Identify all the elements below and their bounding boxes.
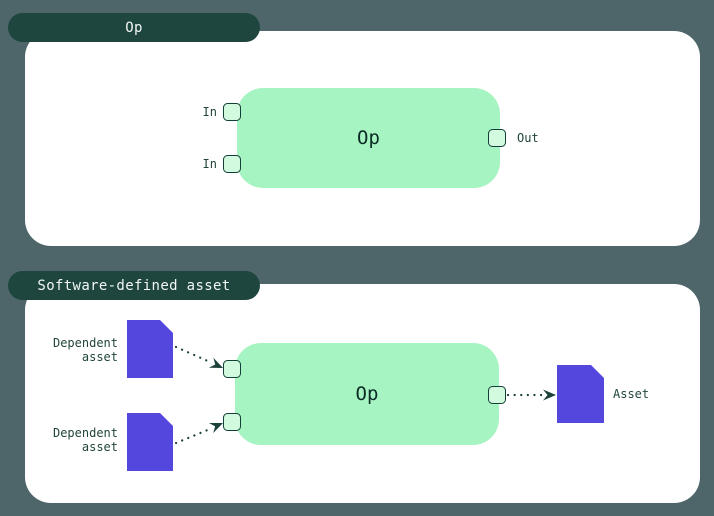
input-label-2: In <box>202 157 217 171</box>
dependent-asset-label-2: Dependent asset <box>52 426 118 454</box>
op-panel: Op In In Out <box>25 31 700 246</box>
output-label: Out <box>517 131 539 145</box>
dependency-arrow-icon <box>174 345 223 368</box>
op-section-tab: Op <box>8 13 260 42</box>
op-section-tab-label: Op <box>125 19 143 36</box>
asset-document-icon <box>557 365 604 423</box>
input-port-icon <box>223 360 241 378</box>
sda-section-tab-label: Software-defined asset <box>37 277 231 294</box>
op-node-label: Op <box>355 383 379 405</box>
dependency-arrow-icon <box>174 423 223 445</box>
asset-document-icon <box>127 320 173 378</box>
input-port-icon <box>223 103 241 121</box>
input-port-icon <box>223 155 241 173</box>
dependency-arrow-icon <box>506 389 556 401</box>
sda-panel: Dependent asset Dependent asset Op <box>25 284 700 503</box>
asset-label: Asset <box>613 387 650 401</box>
op-node-label: Op <box>357 127 380 149</box>
output-port-icon <box>488 129 506 147</box>
input-port-icon <box>223 413 241 431</box>
asset-document-icon <box>127 413 173 471</box>
dependent-asset-label-1: Dependent asset <box>52 336 118 364</box>
op-node: Op <box>235 343 499 445</box>
input-label-1: In <box>202 105 217 119</box>
output-port-icon <box>488 386 506 404</box>
op-node: Op <box>237 88 500 188</box>
sda-section-tab: Software-defined asset <box>8 271 260 300</box>
